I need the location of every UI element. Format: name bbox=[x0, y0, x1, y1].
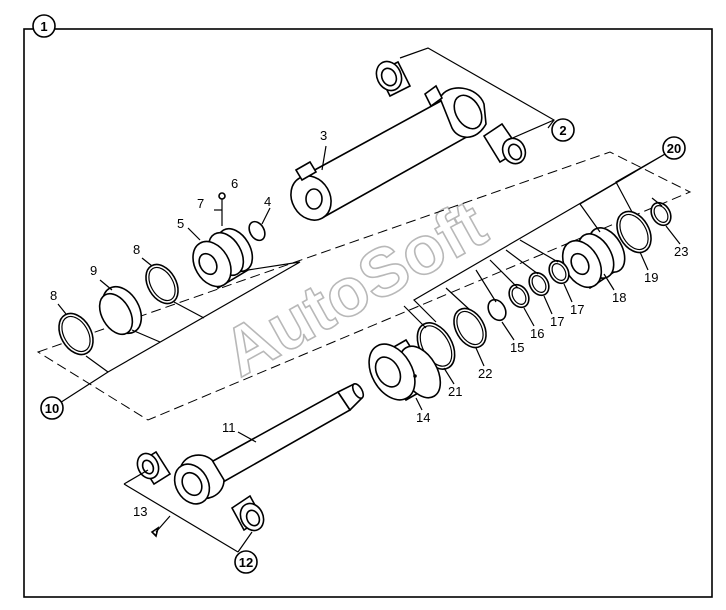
ring-22 bbox=[453, 307, 487, 349]
callout-20: 20 bbox=[662, 136, 686, 160]
label-4: 4 bbox=[264, 194, 271, 209]
callout-12: 12 bbox=[234, 550, 258, 574]
label-7: 7 bbox=[197, 196, 204, 211]
cylinder-tube bbox=[290, 84, 487, 221]
grease-nipple bbox=[150, 526, 160, 538]
piston-collar bbox=[368, 338, 442, 402]
label-3: 3 bbox=[320, 128, 327, 143]
callout-2: 2 bbox=[551, 118, 575, 142]
label-23: 23 bbox=[674, 244, 688, 259]
svg-text:12: 12 bbox=[239, 555, 253, 570]
leader-2b bbox=[507, 119, 555, 141]
label-9: 9 bbox=[90, 263, 97, 278]
label-8-lower: 8 bbox=[50, 288, 57, 303]
ring-16 bbox=[508, 283, 530, 309]
oring-4 bbox=[248, 220, 266, 242]
ring-17a bbox=[528, 271, 550, 297]
ring-23 bbox=[650, 201, 672, 227]
tube-bushing-top bbox=[375, 60, 412, 98]
rod-bushing-left bbox=[136, 450, 172, 486]
callout-1: 1 bbox=[32, 14, 56, 38]
svg-text:1: 1 bbox=[40, 19, 47, 34]
tube-bushing-right bbox=[482, 122, 527, 165]
callout-10: 10 bbox=[40, 396, 64, 420]
label-11: 11 bbox=[222, 420, 236, 435]
leader-12 bbox=[123, 469, 253, 553]
label-19: 19 bbox=[644, 270, 658, 285]
leader-2 bbox=[399, 47, 555, 129]
svg-text:20: 20 bbox=[667, 141, 681, 156]
label-13: 13 bbox=[133, 504, 147, 519]
label-17a: 17 bbox=[550, 314, 564, 329]
label-14: 14 bbox=[416, 410, 430, 425]
svg-text:10: 10 bbox=[45, 401, 59, 416]
label-6: 6 bbox=[231, 176, 238, 191]
ring-8-upper bbox=[145, 263, 179, 305]
seal-kit-outline bbox=[36, 151, 692, 421]
piston-rod bbox=[173, 382, 365, 505]
label-8-upper: 8 bbox=[133, 242, 140, 257]
rod-bushing-right bbox=[230, 494, 265, 532]
label-5: 5 bbox=[177, 216, 184, 231]
leader-10 bbox=[51, 261, 301, 409]
label-16: 16 bbox=[530, 326, 544, 341]
label-17b: 17 bbox=[570, 302, 584, 317]
bleed-screw bbox=[218, 192, 226, 200]
svg-text:2: 2 bbox=[559, 123, 566, 138]
label-15: 15 bbox=[510, 340, 524, 355]
label-18: 18 bbox=[612, 290, 626, 305]
ring-19 bbox=[616, 210, 652, 254]
leader-20 bbox=[403, 149, 673, 329]
label-22: 22 bbox=[478, 366, 492, 381]
ring-17b bbox=[548, 259, 570, 285]
ring-8-lower bbox=[58, 312, 94, 356]
diagram-frame bbox=[23, 28, 713, 598]
label-21: 21 bbox=[448, 384, 462, 399]
gland bbox=[192, 227, 254, 290]
ring-15 bbox=[487, 298, 507, 322]
piston bbox=[561, 227, 626, 290]
wiper-9 bbox=[98, 285, 143, 336]
